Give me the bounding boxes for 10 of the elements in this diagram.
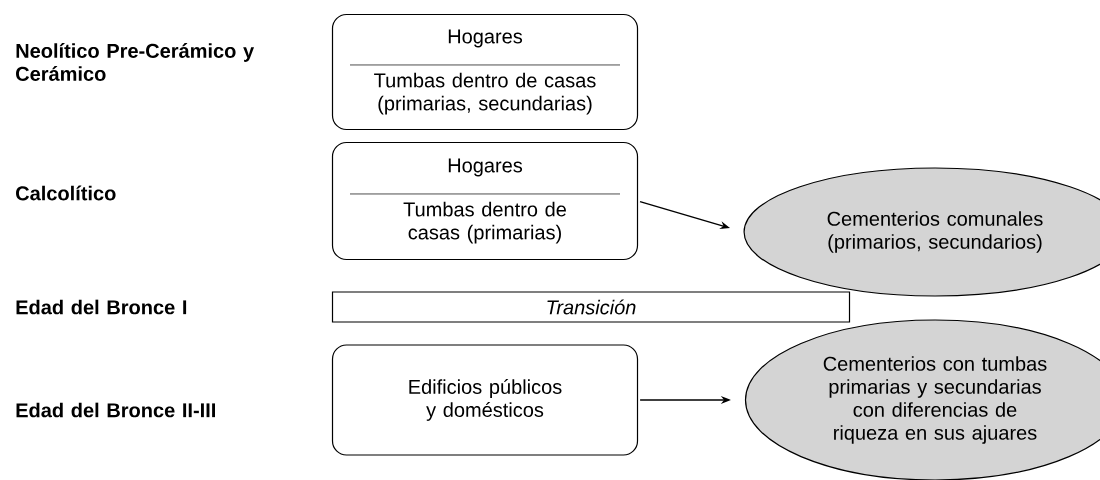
text-box: Edificios públicos y domésticos [331,344,639,456]
text-box: Hogares Tumbas dentro de casas (primarias, secundarias) [331,13,639,131]
ellipse-node: Cementerios comunales (primarios, secundarios) [743,167,1100,297]
period-label: Edad del Bronce I [16,299,187,315]
text-box: Hogares Tumbas dentro de casas (primarias) [331,141,639,261]
period-label: Calcolítico [16,185,116,201]
period-label: Edad del Bronce II-III [16,402,215,418]
period-label: Neolítico Pre-Cerámico y Cerámico [16,43,255,81]
ellipse-node: Cementerios con tumbas primarias y secundarias con diferencias de riqueza en sus ajuares [744,319,1100,480]
text-box: Transición [331,291,851,323]
